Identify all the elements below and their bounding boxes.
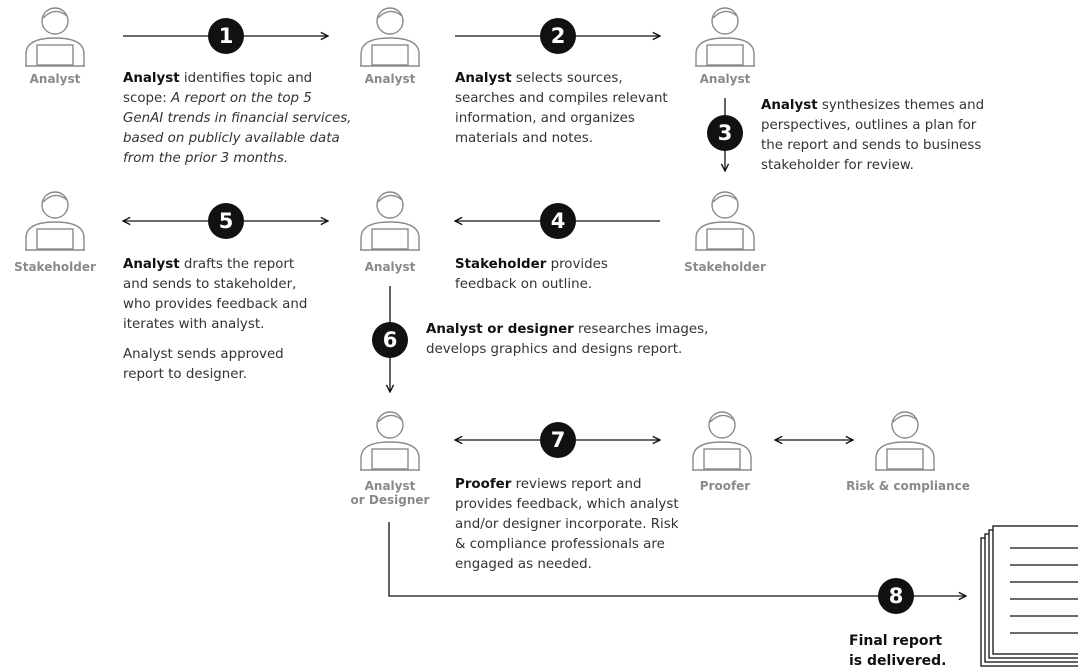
role-label-risk-compliance: Risk & compliance	[846, 479, 970, 493]
step-badge-2: 2	[540, 18, 576, 54]
step-5-extra: Analyst sends approved report to designe…	[123, 347, 284, 382]
final-caption-line-1: Final report	[849, 633, 943, 649]
step-badge-7: 7	[540, 422, 576, 458]
risk-compliance-person-icon	[875, 411, 935, 471]
step-actor: Analyst or designer	[426, 322, 574, 337]
final-caption-line-2: is delivered.	[849, 653, 947, 667]
analyst-person-icon	[695, 7, 755, 67]
step-actor: Stakeholder	[455, 257, 547, 272]
role-label-analyst-or-designer: Analyst or Designer	[335, 479, 445, 507]
step-2-description: Analyst selects sources, searches and co…	[455, 69, 677, 149]
step-7-description: Proofer reviews report and provides feed…	[455, 475, 687, 575]
role-label-analyst: Analyst	[364, 260, 416, 274]
step-badge-1: 1	[208, 18, 244, 54]
role-label-analyst: Analyst	[699, 72, 751, 86]
step-actor: Analyst	[123, 71, 180, 86]
step-4-description: Stakeholder provides feedback on outline…	[455, 255, 655, 295]
role-label-stakeholder: Stakeholder	[684, 260, 766, 274]
step-actor: Analyst	[123, 257, 180, 272]
step-5-description: Analyst drafts the report and sends to s…	[123, 255, 323, 385]
step-actor: Analyst	[761, 98, 818, 113]
step-6-description: Analyst or designer researches images, d…	[426, 320, 726, 360]
analyst-designer-person-icon	[360, 411, 420, 471]
step-1-description: Analyst identifies topic and scope: A re…	[123, 69, 355, 169]
step-example: A report on the top 5 GenAI trends in fi…	[123, 91, 352, 166]
step-actor: Analyst	[455, 71, 512, 86]
step-badge-6: 6	[372, 322, 408, 358]
step-badge-4: 4	[540, 203, 576, 239]
final-report-caption: Final report is delivered.	[849, 631, 974, 667]
stacked-document-icon	[980, 525, 1078, 667]
step-badge-8: 8	[878, 578, 914, 614]
step-badge-5: 5	[208, 203, 244, 239]
step-text: identifies topic and scope:	[123, 71, 313, 106]
step-text: reviews report and provides feedback, wh…	[455, 477, 679, 572]
analyst-person-icon	[25, 7, 85, 67]
proofer-person-icon	[692, 411, 752, 471]
step-3-description: Analyst synthesizes themes and perspecti…	[761, 96, 993, 176]
step-badge-3: 3	[707, 115, 743, 151]
role-label-stakeholder: Stakeholder	[14, 260, 96, 274]
analyst-person-icon	[360, 191, 420, 251]
stakeholder-person-icon	[25, 191, 85, 251]
role-label-line-2: or Designer	[350, 493, 430, 507]
analyst-person-icon	[360, 7, 420, 67]
arrow-step-8	[388, 522, 966, 596]
step-text: selects sources, searches and compiles r…	[455, 71, 668, 146]
step-text: researches images, develops graphics and…	[426, 322, 709, 357]
step-text: drafts the report and sends to stakehold…	[123, 257, 308, 332]
role-label-proofer: Proofer	[699, 479, 751, 493]
role-label-line-1: Analyst	[364, 479, 416, 493]
role-label-analyst: Analyst	[364, 72, 416, 86]
role-label-analyst: Analyst	[29, 72, 81, 86]
step-text: synthesizes themes and perspectives, out…	[761, 98, 985, 173]
step-actor: Proofer	[455, 477, 512, 492]
step-text: provides feedback on outline.	[455, 257, 608, 292]
stakeholder-person-icon	[695, 191, 755, 251]
